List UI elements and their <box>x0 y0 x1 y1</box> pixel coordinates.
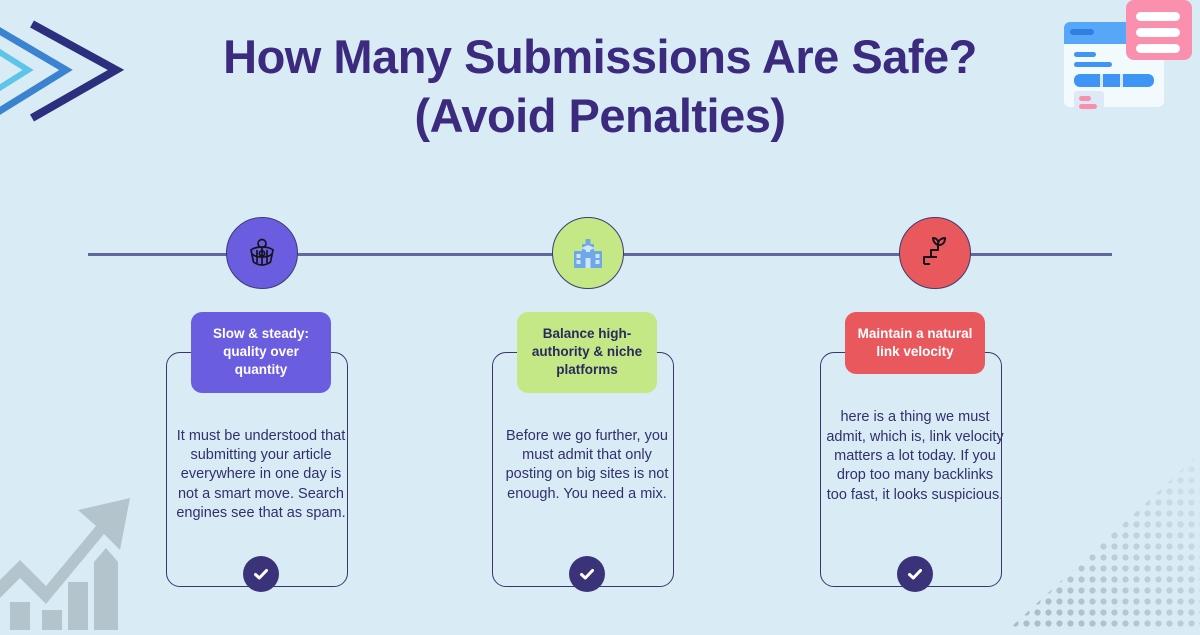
university-building-icon <box>570 235 606 271</box>
timeline-node-3[interactable] <box>899 217 971 289</box>
timeline-node-2[interactable] <box>552 217 624 289</box>
seedling-growth-icon <box>917 235 953 271</box>
check-icon <box>251 564 271 584</box>
check-icon <box>905 564 925 584</box>
step-description-3: here is a thing we must admit, which is,… <box>826 409 1004 503</box>
step-label-1: Slow & steady: quality over quantity <box>191 312 331 393</box>
check-icon <box>577 564 597 584</box>
step-description-2: Before we go further, you must admit tha… <box>505 427 669 502</box>
title-line-1: How Many Submissions Are Safe? <box>223 30 977 83</box>
step-description-1: It must be understood that submitting yo… <box>176 427 346 521</box>
step-column-3: Maintain a natural link velocity here is… <box>820 312 1010 592</box>
timeline-node-1[interactable] <box>226 217 298 289</box>
step-check-badge-2 <box>569 556 605 592</box>
step-check-badge-3 <box>897 556 933 592</box>
step-label-2: Balance high-authority & niche platforms <box>517 312 657 393</box>
step-label-3: Maintain a natural link velocity <box>845 312 985 375</box>
title-line-2: (Avoid Penalties) <box>414 88 786 142</box>
growth-arrow-icon <box>0 470 150 630</box>
basket-icon <box>245 236 279 270</box>
step-column-2: Balance high-authority & niche platforms… <box>492 312 682 592</box>
page-title: How Many Submissions Are Safe? (Avoid Pe… <box>0 28 1200 146</box>
halftone-dots-icon <box>1010 453 1200 628</box>
step-column-1: Slow & steady: quality over quantity It … <box>166 312 356 592</box>
step-check-badge-1 <box>243 556 279 592</box>
